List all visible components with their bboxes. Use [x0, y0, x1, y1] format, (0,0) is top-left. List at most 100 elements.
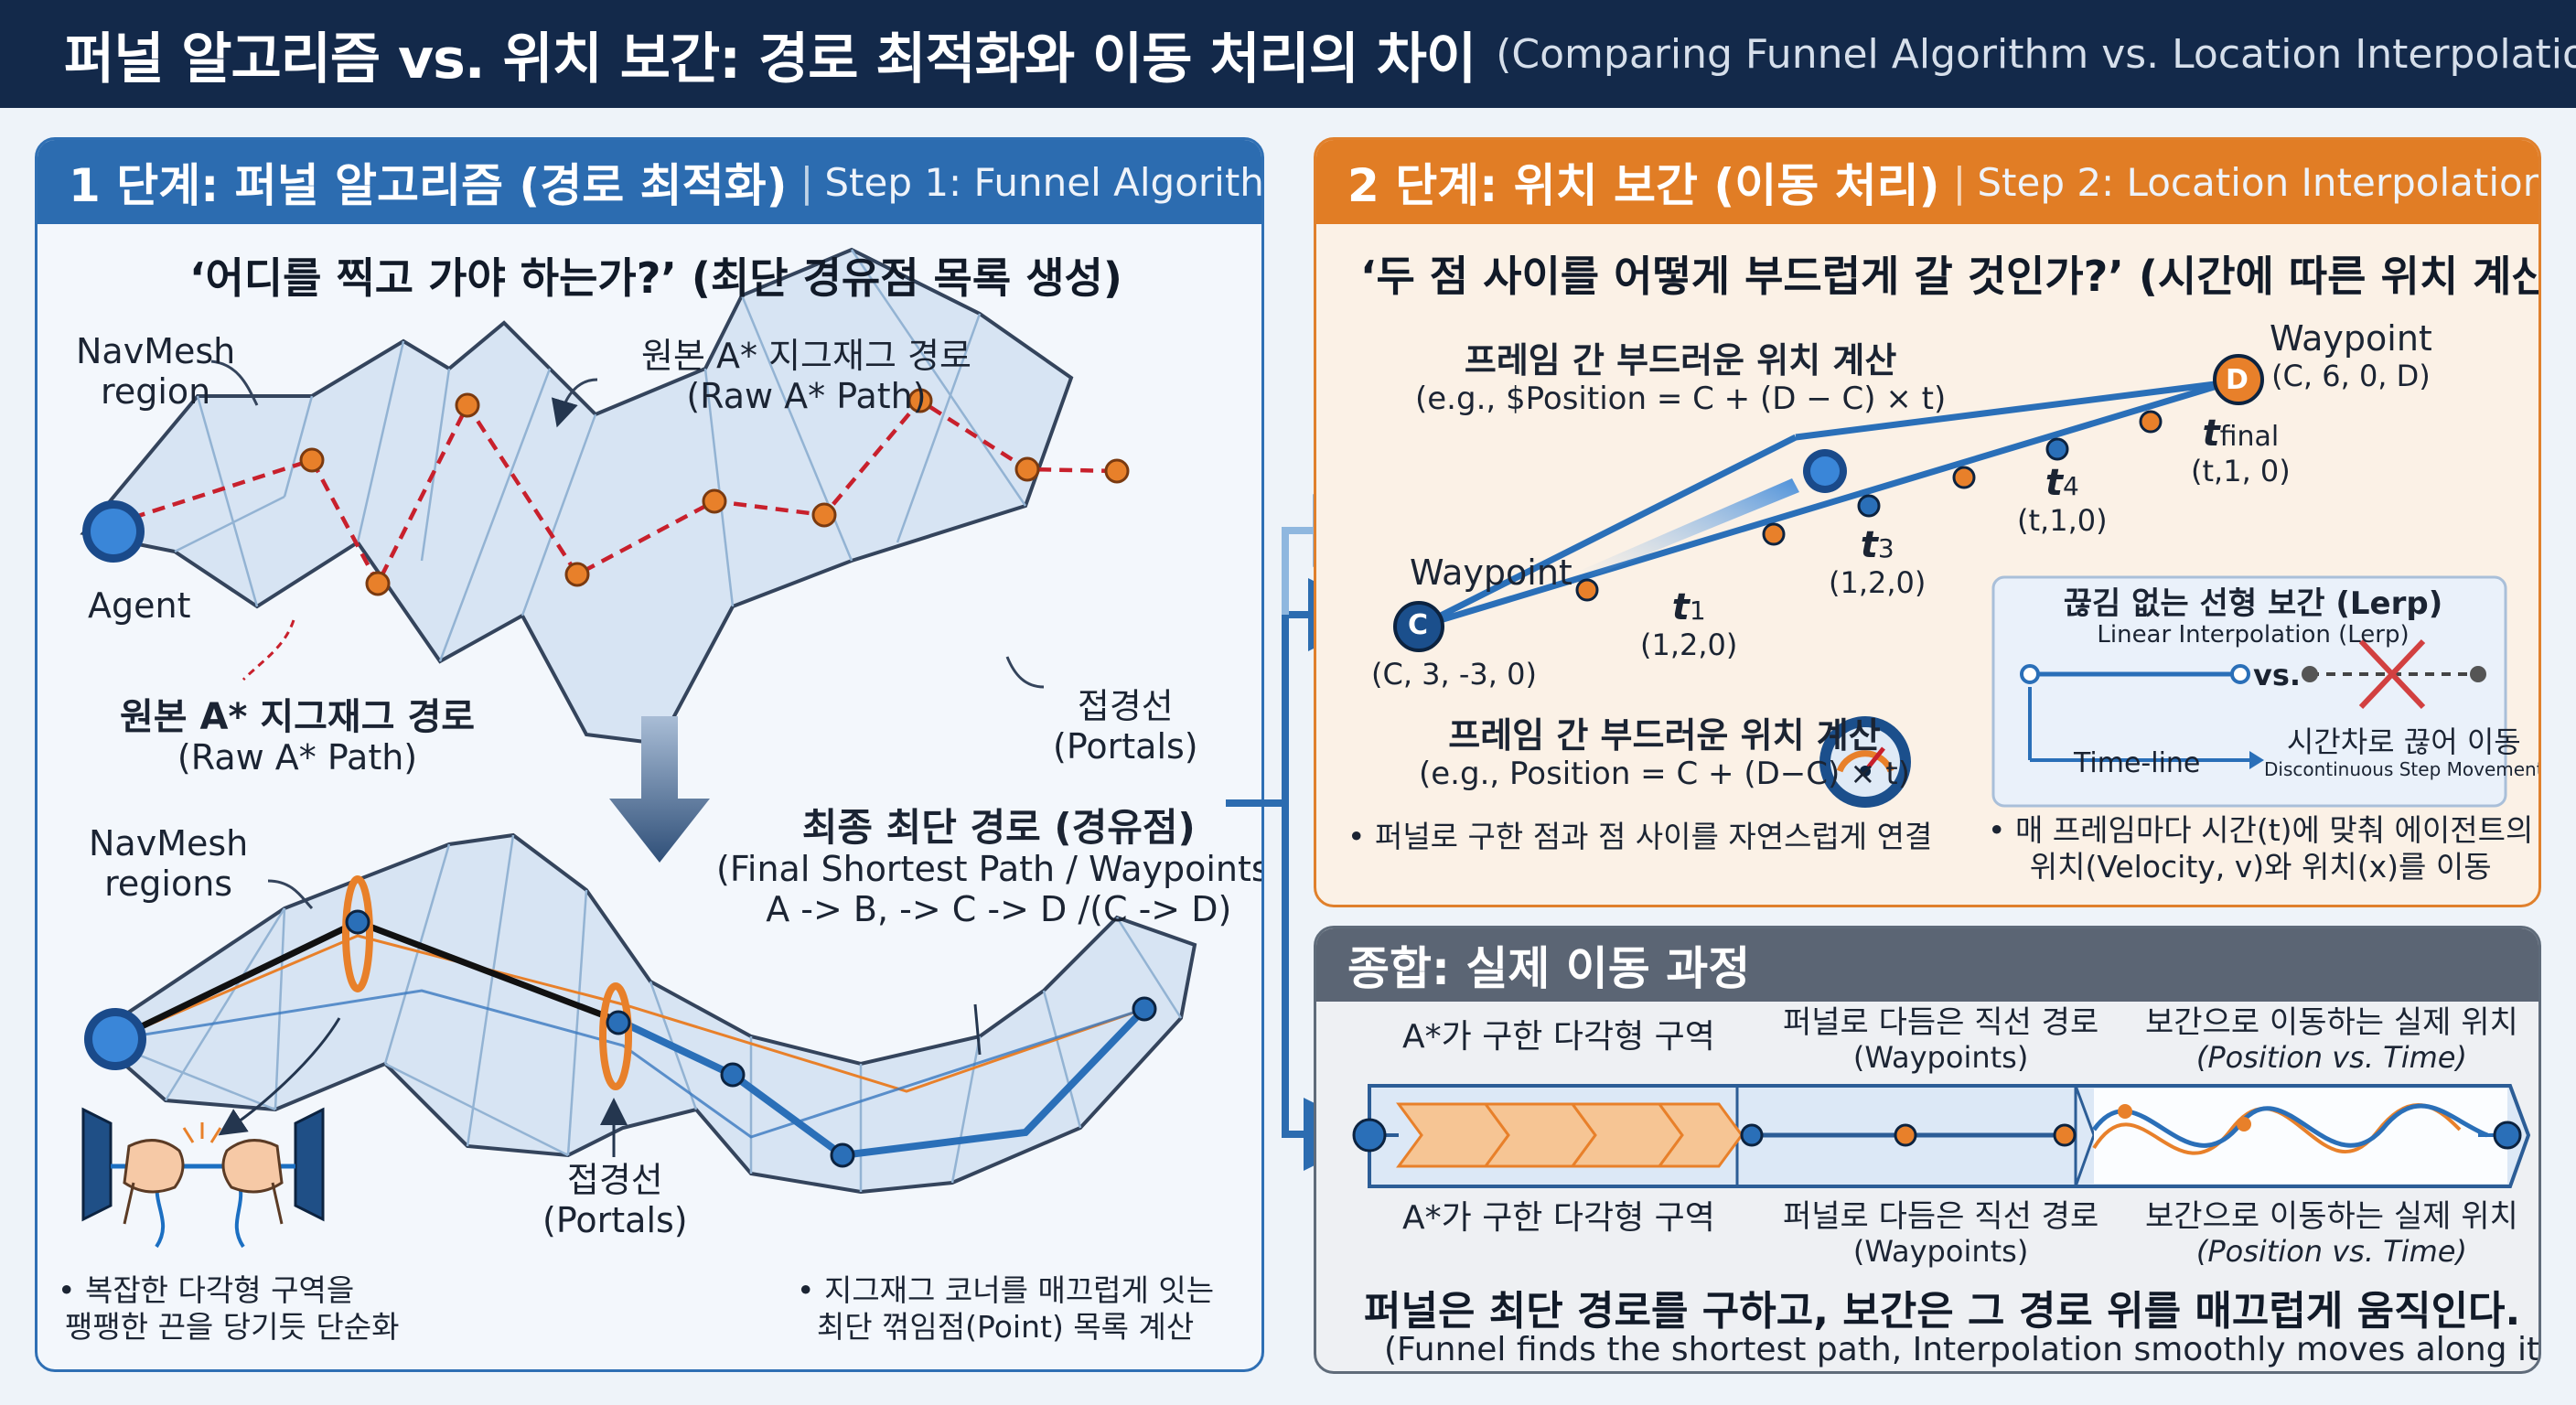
lerp-step-label: 시간차로 끊어 이동 Discontinuous Step Movement — [2264, 724, 2541, 780]
step2-title: 2 단계: 위치 보간 (이동 처리) — [1347, 159, 1940, 212]
summary-title: 종합: 실제 이동 과정 — [1347, 942, 1751, 995]
final-path-line1: 최종 최단 경로 (경유점) — [801, 805, 1196, 850]
portals-label-top: 접경선 (Portals) — [1053, 686, 1198, 767]
t3-t: t — [1860, 524, 1878, 566]
lerp-timeline: Time-line — [2074, 747, 2201, 779]
bullet-right-line1: • 지그재그 코너를 매끄럽게 잇는 — [797, 1272, 1215, 1308]
raw-path-node — [564, 562, 590, 587]
frame-calc-top: 프레임 간 부드러운 위치 계산 (e.g., $Position = C + … — [1415, 340, 1946, 417]
step2-separator: | — [1952, 158, 1967, 206]
raw-path-nodes — [299, 388, 1130, 596]
step-movement-ko: 시간차로 끊어 이동 — [2286, 724, 2521, 759]
waypoint-d-node — [2213, 354, 2264, 405]
t3-sub: 3 — [1877, 533, 1894, 563]
frame-calc-bottom-title: 프레임 간 부드러운 위치 계산 — [1448, 715, 1881, 756]
portals-top-line2: (Portals) — [1053, 725, 1198, 767]
bullet-left-line2: 팽팽한 끈을 당기듯 단순화 — [65, 1308, 400, 1345]
frame-calc-bottom-formula: (e.g., Position = C + (D−C) × t) — [1419, 755, 1910, 792]
navmesh-region-line2: region — [101, 370, 211, 412]
frame-calc-bottom: 프레임 간 부드러운 위치 계산 (e.g., Position = C + (… — [1419, 715, 1910, 792]
summary-col2-bottom: 퍼널로 다듬은 직선 경로 (Waypoints) — [1783, 1198, 2099, 1270]
final-path-line3: A -> B, -> C -> D /(C -> D) — [766, 888, 1232, 929]
summary-panel: 종합: 실제 이동 과정 A*가 구한 다각형 구역 퍼널로 다듬은 직선 경로… — [1314, 926, 2541, 1374]
summary-conclusion-en: (Funnel finds the shortest path, Interpo… — [1384, 1331, 2541, 1368]
waypoint-d-title: Waypoint — [2270, 318, 2432, 359]
final-path-label: 최종 최단 경로 (경유점) (Final Shortest Path / Wa… — [716, 805, 1264, 930]
final-path-line2: (Final Shortest Path / Waypoints: — [716, 849, 1264, 890]
step2-panel: 2 단계: 위치 보간 (이동 처리) | Step 2: Location I… — [1314, 137, 2541, 907]
step1-title: 1 단계: 퍼널 알고리즘 (경로 최적화) — [69, 159, 788, 212]
agent-node-top — [82, 500, 145, 563]
summary-flow-diagram — [1352, 1084, 2531, 1188]
bullet-left-line1: • 복잡한 다각형 구역을 — [58, 1272, 355, 1308]
summary-col3-top: 보간으로 이동하는 실제 위치 (Position vs. Time) — [2145, 1004, 2518, 1075]
portals-bottom-line1: 접경선 — [566, 1160, 663, 1200]
summary-col2-top: 퍼널로 다듬은 직선 경로 (Waypoints) — [1783, 1004, 2099, 1076]
t1-sub: 1 — [1689, 595, 1706, 626]
step1-bullet-left: • 복잡한 다각형 구역을 팽팽한 끈을 당기듯 단순화 — [58, 1272, 399, 1345]
step-movement-en: Discontinuous Step Movement — [2264, 757, 2541, 780]
step1-question: ‘어디를 찍고 가야 하는가?’ (최단 경유점 목록 생성) — [189, 253, 1122, 303]
step2-question: ‘두 점 사이를 어떻게 부드럽게 갈 것인가?’ (시간에 따른 위치 계산) — [1360, 252, 2541, 301]
step2-bullet-right-line1: • 매 프레임마다 시간(t)에 맞춰 에이전트의 — [1988, 812, 2534, 848]
raw-path-node — [365, 571, 391, 596]
final-path-nodes — [345, 909, 1157, 1168]
t-final-t: t — [2202, 413, 2220, 455]
summary-col2-bottom-line1: 퍼널로 다듬은 직선 경로 — [1783, 1198, 2099, 1235]
t4-coords: (t,1,0) — [2017, 503, 2108, 538]
down-arrow — [609, 716, 710, 863]
bullet-right-line2: 최단 꺾임점(Point) 목록 계산 — [816, 1308, 1195, 1345]
t-final-label: tfinal (t,1, 0) — [2191, 413, 2291, 488]
step2-bullet-right-line2: 위치(Velocity, v)와 위치(x)를 이동 — [2029, 848, 2492, 885]
navmesh-regions-line2: regions — [104, 863, 233, 904]
summary-header: 종합: 실제 이동 과정 — [1316, 928, 2538, 1002]
summary-col1-bottom: A*가 구한 다각형 구역 — [1402, 1199, 1715, 1237]
lerp-subtitle: Linear Interpolation (Lerp) — [2097, 621, 2410, 649]
navmesh-top — [80, 247, 1074, 746]
raw-path-node — [455, 392, 480, 418]
waypoint-d-label: Waypoint (C, 6, 0, D) — [2270, 318, 2432, 393]
agent-label: Agent — [88, 585, 191, 626]
portals-bottom-line2: (Portals) — [542, 1199, 688, 1240]
lerp-box-title: 끊김 없는 선형 보간 (Lerp) Linear Interpolation … — [2015, 585, 2491, 649]
summary-col3-top-line1: 보간으로 이동하는 실제 위치 — [2145, 1004, 2518, 1041]
portals-top-line1: 접경선 — [1077, 686, 1174, 726]
summary-col2-bottom-line2: (Waypoints) — [1852, 1234, 2029, 1270]
t1-t: t — [1671, 586, 1690, 628]
summary-col2-top-line1: 퍼널로 다듬은 직선 경로 — [1783, 1004, 2099, 1041]
interp-nodes — [1575, 410, 2163, 602]
raw-path-node — [1104, 458, 1130, 484]
waypoint-d-coords: (C, 6, 0, D) — [2271, 358, 2431, 393]
portal-ellipses — [342, 875, 632, 1090]
t4-t: t — [2045, 462, 2063, 504]
step2-header: 2 단계: 위치 보간 (이동 처리) | Step 2: Location I… — [1316, 140, 2538, 224]
hands-string-illustration — [81, 1107, 325, 1249]
summary-col2-top-line2: (Waypoints) — [1852, 1040, 2029, 1076]
lerp-vs: vs. — [2253, 658, 2302, 692]
portals-label-bottom: 접경선 (Portals) — [542, 1160, 688, 1240]
raw-path-top-line2: (Raw A* Path) — [686, 375, 927, 416]
raw-path-left-line1: 원본 A* 지그재그 경로 — [120, 696, 476, 738]
summary-conclusion-ko: 퍼널은 최단 경로를 구하고, 보간은 그 경로 위를 매끄럽게 움직인다. — [1364, 1288, 2521, 1335]
raw-path-node — [702, 488, 727, 514]
polygon-chevrons — [1396, 1102, 1744, 1168]
t4-sub: 4 — [2062, 471, 2079, 501]
summary-col1-top: A*가 구한 다각형 구역 — [1402, 1018, 1715, 1056]
waypoint-c-node — [1393, 601, 1444, 652]
funnel-diagram — [80, 247, 1197, 1249]
d-letter: D — [2226, 364, 2249, 396]
t4-label: t4 (t,1,0) — [2017, 462, 2108, 538]
raw-path-left-line2: (Raw A* Path) — [177, 737, 418, 778]
frame-calc-top-title: 프레임 간 부드러운 위치 계산 — [1464, 340, 1897, 381]
raw-path-node — [1014, 456, 1040, 482]
t-final-coords: (t,1, 0) — [2191, 454, 2291, 488]
navmesh-regions-line1: NavMesh — [89, 823, 249, 863]
raw-path-label-left: 원본 A* 지그재그 경로 (Raw A* Path) — [120, 696, 475, 778]
summary-col3-bottom: 보간으로 이동하는 실제 위치 (Position vs. Time) — [2145, 1198, 2518, 1269]
step1-panel: 1 단계: 퍼널 알고리즘 (경로 최적화) | Step 1: Funnel … — [35, 137, 1264, 1372]
t-final-sub: final — [2219, 421, 2280, 453]
raw-path-top-line1: 원본 A* 지그재그 경로 — [641, 336, 971, 376]
navmesh-region-line1: NavMesh — [76, 331, 236, 371]
step1-title-en: Step 1: Funnel Algorithm — [824, 159, 1264, 205]
waypoint-c-title: Waypoint — [1410, 552, 1572, 593]
